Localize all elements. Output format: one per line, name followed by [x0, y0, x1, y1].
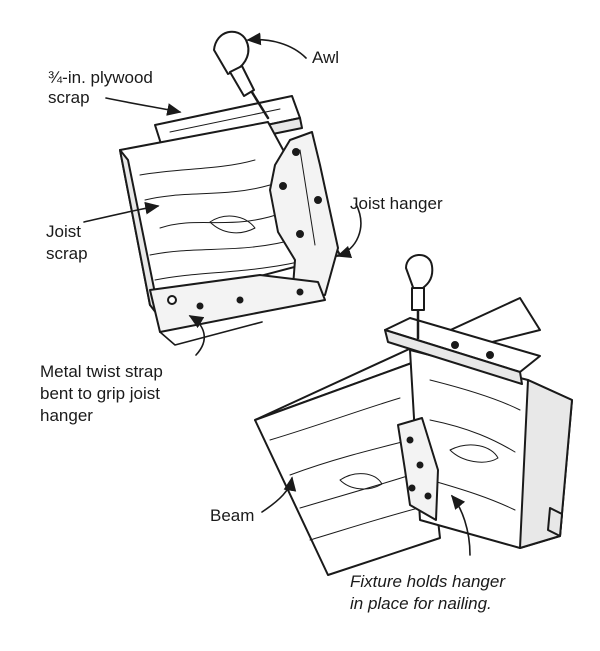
label-joist-scrap-line1: Joist	[46, 222, 81, 241]
label-awl: Awl	[312, 48, 340, 67]
label-fixture-line2: in place for nailing.	[350, 594, 492, 613]
label-strap-line1: Metal twist strap	[40, 362, 163, 381]
awl-top	[213, 30, 270, 120]
label-strap-line2: bent to grip joist	[40, 384, 161, 403]
label-plywood-line2: scrap	[48, 88, 90, 107]
arrow-strap	[188, 315, 206, 356]
joist-hanger-bottom	[397, 417, 439, 521]
arrow-joist-hanger	[336, 203, 362, 259]
arrow-awl	[246, 32, 307, 59]
label-plywood-line1: ¾-in. plywood	[48, 68, 153, 87]
joist-hanger-top	[269, 131, 339, 301]
beam	[254, 297, 541, 576]
label-joist-hanger: Joist hanger	[350, 194, 443, 213]
leader-arrows	[83, 32, 471, 556]
arrow-joist-scrap	[83, 201, 160, 223]
arrow-plywood	[105, 97, 182, 116]
awl-bottom	[405, 254, 434, 340]
arrow-beam	[261, 476, 297, 513]
arrow-fixture	[450, 494, 471, 556]
label-strap-line3: hanger	[40, 406, 93, 425]
joist-bottom	[409, 349, 573, 549]
label-joist-scrap-line2: scrap	[46, 244, 88, 263]
label-beam: Beam	[210, 506, 255, 525]
metal-twist-strap	[149, 274, 326, 346]
label-fixture-line1: Fixture holds hanger	[350, 572, 505, 591]
plywood-fixture	[384, 317, 541, 385]
